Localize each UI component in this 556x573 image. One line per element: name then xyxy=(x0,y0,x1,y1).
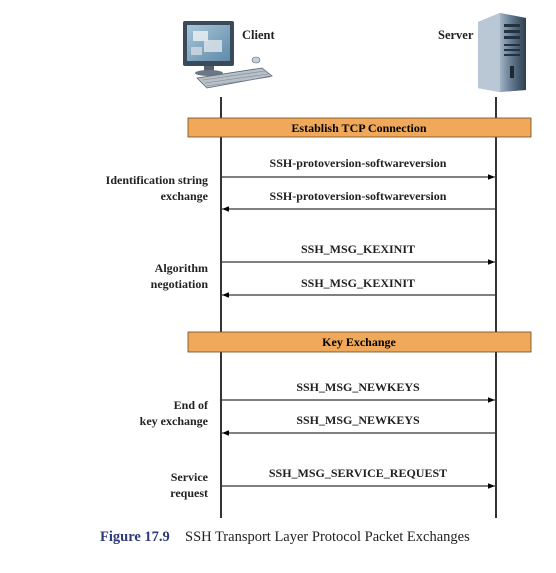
section-label-service-line1: Service xyxy=(171,470,209,484)
phase-bar-establish-tcp: Establish TCP Connection xyxy=(187,117,532,138)
message-label: SSH_MSG_KEXINIT xyxy=(301,242,415,256)
phase-bar-label: Establish TCP Connection xyxy=(291,121,426,135)
phase-bar-label: Key Exchange xyxy=(322,335,396,349)
message-1: SSH-protoversion-softwareversion xyxy=(222,156,495,180)
client-label: Client xyxy=(242,28,275,42)
figure-caption: SSH Transport Layer Protocol Packet Exch… xyxy=(185,529,470,545)
message-6: SSH_MSG_NEWKEYS xyxy=(222,413,495,436)
section-label-identification-line2: exchange xyxy=(161,189,209,203)
client-computer-icon xyxy=(183,21,273,89)
section-label-end-of-kex-line1: End of xyxy=(174,398,209,412)
message-5: SSH_MSG_NEWKEYS xyxy=(222,380,495,403)
section-label-end-of-kex-line2: key exchange xyxy=(140,414,209,428)
message-label: SSH_MSG_SERVICE_REQUEST xyxy=(269,466,447,480)
server-label: Server xyxy=(438,28,474,42)
message-label: SSH_MSG_NEWKEYS xyxy=(296,380,420,394)
section-label-algorithm-line2: negotiation xyxy=(151,277,209,291)
message-label: SSH_MSG_NEWKEYS xyxy=(296,413,420,427)
message-label: SSH_MSG_KEXINIT xyxy=(301,276,415,290)
message-label: SSH-protoversion-softwareversion xyxy=(270,189,447,203)
message-label: SSH-protoversion-softwareversion xyxy=(270,156,447,170)
server-tower-icon xyxy=(478,13,526,92)
message-7: SSH_MSG_SERVICE_REQUEST xyxy=(222,466,495,489)
message-3: SSH_MSG_KEXINIT xyxy=(222,242,495,265)
message-2: SSH-protoversion-softwareversion xyxy=(222,189,495,212)
phase-bar-key-exchange: Key Exchange xyxy=(187,331,532,353)
section-label-service-line2: request xyxy=(170,486,208,500)
section-label-algorithm-line1: Algorithm xyxy=(155,261,208,275)
figure-number: Figure 17.9 xyxy=(100,529,170,545)
message-4: SSH_MSG_KEXINIT xyxy=(222,276,495,298)
section-label-identification-line1: Identification string xyxy=(106,173,208,187)
